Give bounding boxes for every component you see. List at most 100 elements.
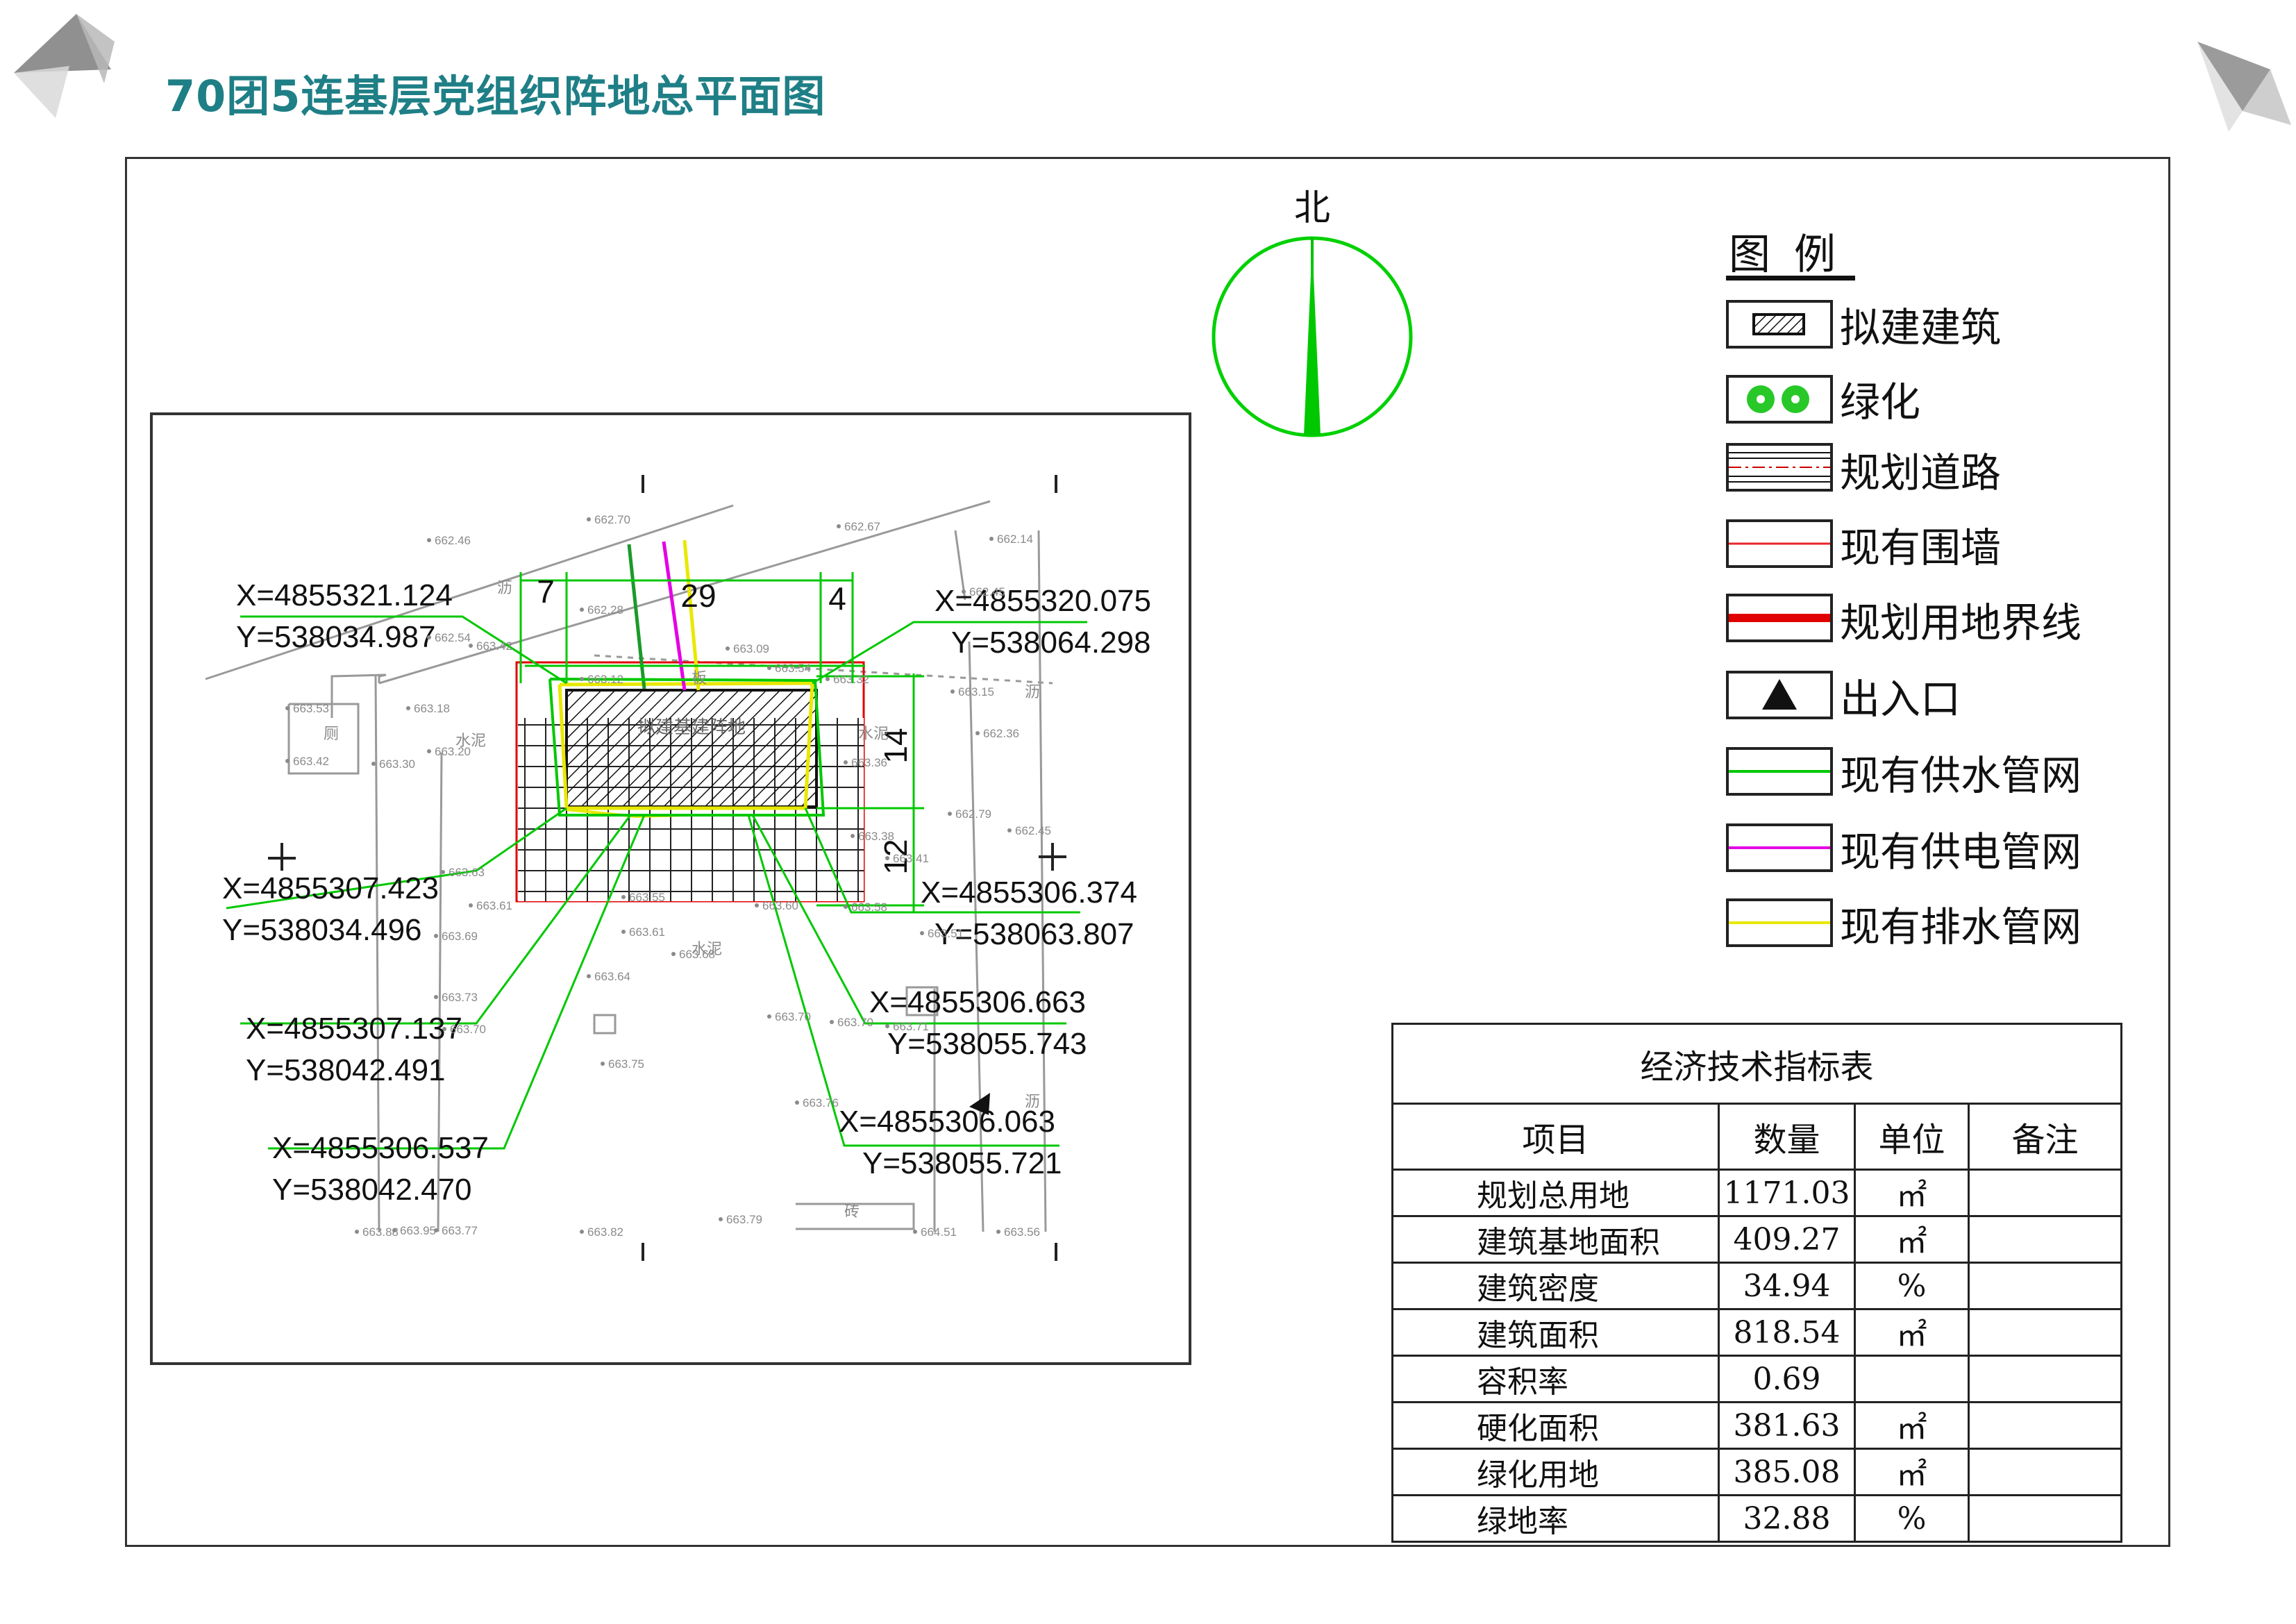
- econ-cell-unit: %: [1854, 1494, 1970, 1543]
- survey-point-marker: [726, 646, 730, 651]
- survey-point-label: 663.68: [679, 948, 715, 961]
- survey-point-marker: [406, 706, 410, 710]
- survey-point-label: 663.15: [958, 685, 994, 698]
- survey-point-label: 662.46: [435, 534, 471, 547]
- econ-cell-unit: %: [1854, 1262, 1970, 1310]
- econ-cell-unit: ㎡: [1854, 1169, 1970, 1217]
- table-row: 建筑面积 818.54 ㎡: [1391, 1308, 2123, 1357]
- dimension-top-mid: 29: [680, 578, 716, 614]
- table-row: 规划总用地 1171.03 ㎡: [1391, 1169, 2123, 1217]
- hatched-building-icon: [1752, 313, 1805, 335]
- survey-point-marker: [719, 1217, 723, 1221]
- legend-label-wall: 现有围墙: [1840, 524, 2002, 571]
- survey-point-label: 663.88: [362, 1225, 399, 1239]
- coord-x-3: X=4855306.374: [921, 876, 1137, 910]
- survey-point-label: 663.09: [733, 642, 769, 655]
- econ-cell-value: 34.94: [1718, 1262, 1856, 1310]
- survey-point-marker: [601, 1062, 605, 1066]
- terrain-label: 厕: [324, 726, 339, 743]
- econ-header-unit: 单位: [1854, 1103, 1970, 1171]
- survey-point-label: 663.42: [293, 755, 329, 768]
- survey-point-label: 663.82: [587, 1225, 623, 1239]
- survey-point-marker: [885, 1024, 889, 1028]
- survey-point-marker: [948, 812, 952, 816]
- survey-point-marker: [587, 517, 591, 521]
- drain-pipe-line-icon: [1729, 921, 1830, 924]
- survey-point-marker: [837, 524, 841, 528]
- table-row: 容积率 0.69: [1391, 1355, 2123, 1403]
- entrance-triangle-icon: [1762, 679, 1797, 710]
- legend-label-boundary: 规划用地界线: [1840, 599, 2082, 646]
- legend-label-entrance: 出入口: [1840, 676, 1961, 723]
- econ-cell-note: [1967, 1215, 2123, 1264]
- survey-point-label: 663.53: [293, 702, 329, 715]
- survey-point-marker: [434, 995, 438, 999]
- econ-cell-unit: ㎡: [1854, 1215, 1970, 1264]
- econ-cell-value: 409.27: [1718, 1215, 1856, 1264]
- survey-point-marker: [950, 689, 955, 694]
- terrain-label: 沥: [497, 580, 512, 597]
- survey-point-marker: [962, 589, 966, 594]
- table-row: 建筑密度 34.94 %: [1391, 1262, 2123, 1310]
- survey-point-marker: [996, 1230, 1000, 1234]
- terrain-label: 板: [692, 670, 707, 687]
- survey-point-marker: [434, 934, 438, 938]
- coord-y-0: Y=538034.987: [236, 620, 436, 654]
- survey-point-marker: [826, 677, 830, 681]
- econ-cell-unit: ㎡: [1854, 1308, 1970, 1357]
- econ-header-item: 项目: [1391, 1103, 1720, 1171]
- dimension-right-lower: 12: [878, 839, 914, 874]
- survey-point-label: 662.36: [983, 727, 1019, 740]
- survey-point-label: 662.70: [594, 513, 630, 526]
- survey-point-label: 663.61: [476, 899, 512, 912]
- survey-point-label: 663.51: [928, 927, 964, 940]
- survey-point-marker: [621, 930, 626, 934]
- terrain-labels: 沥水泥水泥水泥沥沥厕砖板: [324, 580, 1040, 1221]
- survey-point-marker: [442, 1027, 446, 1031]
- econ-cell-item: 规划总用地: [1391, 1169, 1720, 1217]
- survey-point-label: 662.14: [997, 533, 1033, 546]
- legend-box-water: [1726, 747, 1833, 796]
- coord-y-6: Y=538042.470: [272, 1173, 472, 1207]
- survey-point-label: 663.69: [442, 930, 478, 943]
- coord-y-7: Y=538055.721: [862, 1146, 1062, 1180]
- survey-point-label: 663.32: [833, 673, 869, 686]
- survey-point-marker: [580, 1230, 584, 1234]
- survey-point-marker: [392, 1228, 396, 1232]
- coord-y-5: Y=538055.743: [887, 1027, 1087, 1061]
- survey-point-marker: [427, 635, 431, 639]
- survey-point-label: 663.58: [851, 901, 887, 914]
- table-row: 建筑基地面积 409.27 ㎡: [1391, 1215, 2123, 1264]
- corner-decoration-top-right: [2197, 42, 2291, 132]
- survey-point-marker: [975, 731, 980, 735]
- econ-cell-value: 0.69: [1718, 1355, 1856, 1403]
- survey-point-label: 663.42: [476, 639, 512, 653]
- survey-point-marker: [1007, 828, 1012, 832]
- entrance-marker-icon: [969, 1093, 990, 1115]
- survey-point-marker: [767, 666, 771, 670]
- planned-road-icon: [1729, 452, 1830, 483]
- coord-x-0: X=4855321.124: [236, 578, 453, 612]
- survey-point-label: 663.79: [726, 1213, 762, 1226]
- survey-point-marker: [355, 1230, 359, 1234]
- legend-label-building: 拟建建筑: [1840, 304, 2002, 351]
- terrain-label: 沥: [1025, 1094, 1040, 1111]
- site-boundary-line-icon: [1729, 614, 1830, 622]
- existing-wall-line-icon: [1729, 542, 1830, 545]
- survey-point-label: 663.70: [450, 1023, 486, 1036]
- survey-point-marker: [844, 905, 848, 909]
- survey-point-marker: [285, 759, 290, 763]
- power-pipe-line-icon: [1729, 846, 1830, 849]
- coordinate-leaders: [226, 615, 1087, 1150]
- coord-x-6: X=4855306.537: [272, 1131, 489, 1165]
- coord-x-5: X=4855306.663: [869, 985, 1086, 1019]
- north-label: 北: [1294, 187, 1330, 229]
- table-row: 硬化面积 381.63 ㎡: [1391, 1401, 2123, 1450]
- legend-title: 图例: [1729, 231, 1859, 279]
- survey-point-marker: [587, 974, 591, 978]
- econ-cell-item: 容积率: [1391, 1355, 1720, 1403]
- survey-point-label: 663.20: [435, 745, 471, 758]
- coord-x-4: X=4855307.137: [246, 1012, 462, 1046]
- survey-point-marker: [913, 1230, 917, 1234]
- survey-point-label: 662.67: [844, 520, 880, 533]
